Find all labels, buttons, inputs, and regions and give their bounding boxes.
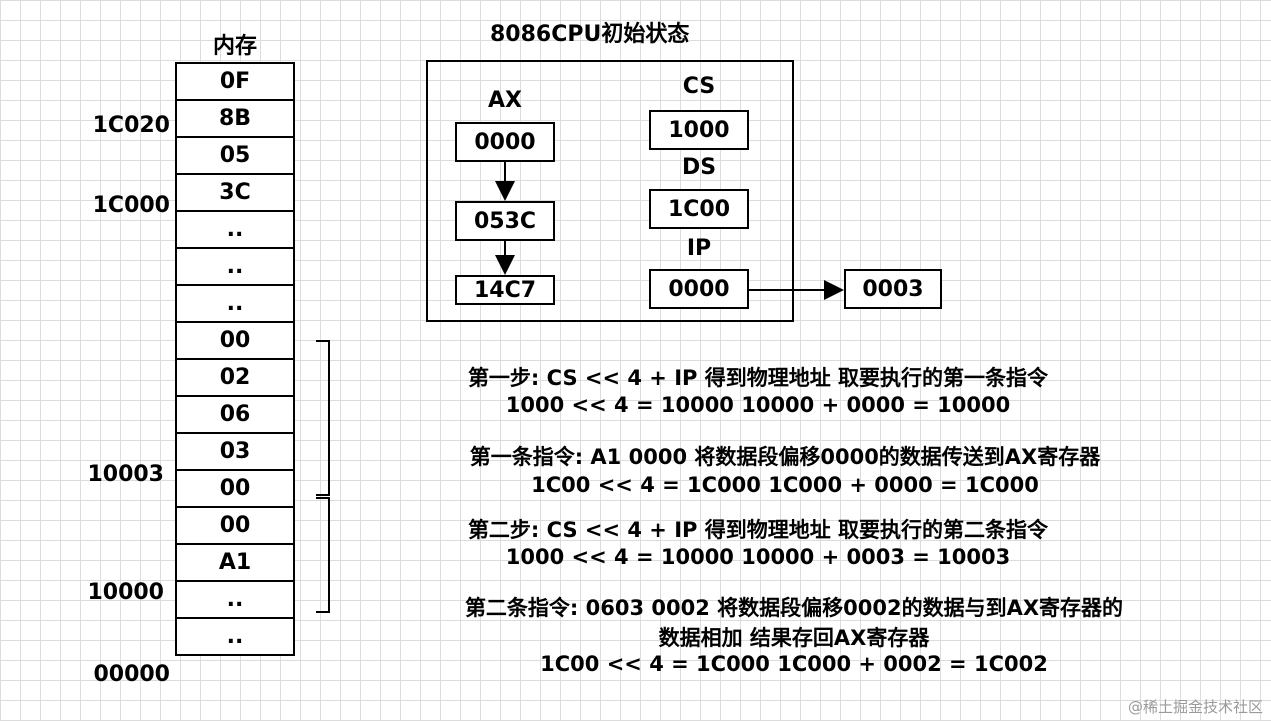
instruction-bracket — [316, 340, 330, 496]
watermark: @稀土掘金技术社区 — [1127, 698, 1263, 716]
instruction-bracket — [316, 497, 330, 613]
memory-cell: 02 — [175, 358, 295, 397]
address-label: 00000 — [93, 662, 170, 687]
step1-line2: 1000 << 4 = 10000 10000 + 0000 = 10000 — [505, 393, 1011, 417]
instr2-line3: 1C00 << 4 = 1C000 1C000 + 0002 = 1C002 — [540, 652, 1048, 676]
instr2-line2: 数据相加 结果存回AX寄存器 — [658, 626, 930, 650]
memory-cell: .. — [175, 284, 295, 323]
memory-cell: .. — [175, 580, 295, 619]
step2-line1: 第二步: CS << 4 + IP 得到物理地址 取要执行的第二条指令 — [467, 518, 1049, 542]
ax-register: 053C — [455, 201, 555, 241]
cs-label: CS — [682, 74, 716, 99]
ds-register: 1C00 — [649, 189, 749, 229]
cpu-title: 8086CPU初始状态 — [490, 22, 690, 47]
memory-title: 内存 — [212, 34, 257, 59]
instr1-line2: 1C00 << 4 = 1C000 1C000 + 0000 = 1C000 — [531, 473, 1039, 497]
memory-cell: .. — [175, 617, 295, 656]
ax-register: 14C7 — [455, 275, 555, 305]
memory-cell: 03 — [175, 432, 295, 471]
address-label: 1C020 — [92, 113, 170, 138]
ax-register: 0000 — [455, 122, 555, 162]
address-label: 10003 — [87, 462, 164, 487]
memory-cell: 0F — [175, 62, 295, 101]
memory-cell: .. — [175, 210, 295, 249]
instr2-line1: 第二条指令: 0603 0002 将数据段偏移0002的数据与到AX寄存器的 — [464, 596, 1124, 620]
ds-label: DS — [681, 155, 717, 180]
ax-label: AX — [488, 88, 522, 113]
cpu-box — [426, 60, 794, 322]
ip-next-value: 0003 — [844, 269, 942, 309]
memory-column: 0F 8B 05 3C .. .. .. 00 02 06 03 00 00 A… — [175, 62, 295, 656]
ip-label: IP — [686, 236, 712, 261]
address-label: 1C000 — [92, 193, 170, 218]
memory-cell: 8B — [175, 99, 295, 138]
step1-line1: 第一步: CS << 4 + IP 得到物理地址 取要执行的第一条指令 — [467, 366, 1049, 390]
cs-register: 1000 — [649, 110, 749, 150]
step2-line2: 1000 << 4 = 10000 10000 + 0003 = 10003 — [505, 545, 1011, 569]
ip-register: 0000 — [649, 269, 749, 309]
instr1-line1: 第一条指令: A1 0000 将数据段偏移0000的数据传送到AX寄存器 — [469, 445, 1101, 469]
address-label: 10000 — [87, 580, 164, 605]
